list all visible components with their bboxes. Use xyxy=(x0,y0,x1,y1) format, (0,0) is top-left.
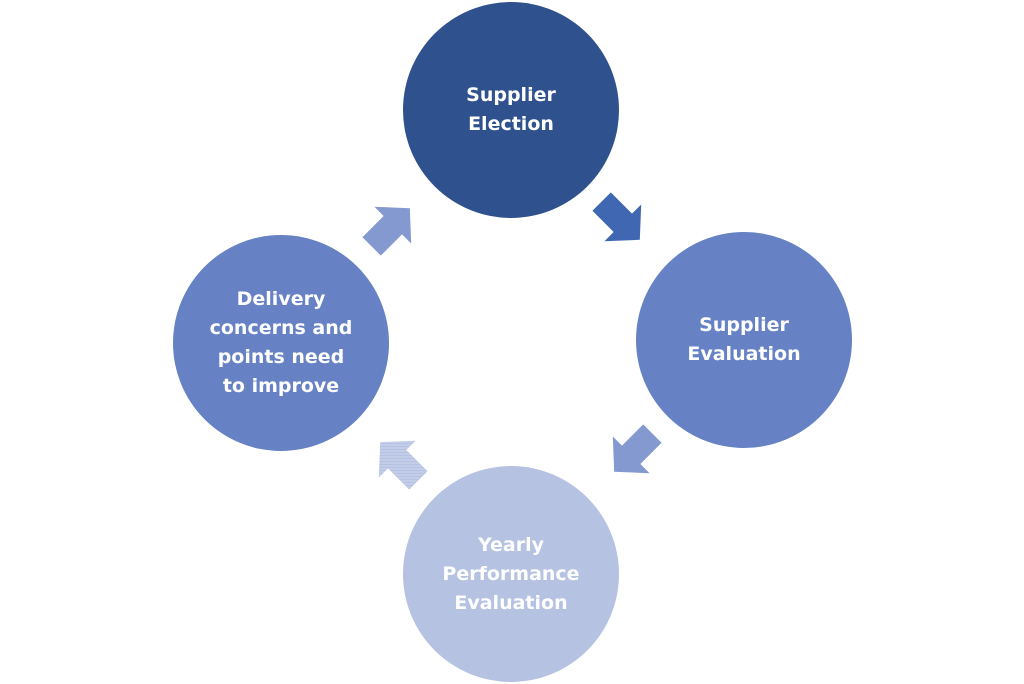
node-yearly-performance-evaluation: Yearly Performance Evaluation xyxy=(403,466,619,682)
node-label: Supplier Evaluation xyxy=(687,314,801,365)
arrow-delivery-to-election xyxy=(362,206,412,256)
node-supplier-evaluation: Supplier Evaluation xyxy=(636,232,852,448)
node-label: Yearly Performance Evaluation xyxy=(442,533,580,614)
arrow-yearly-to-delivery xyxy=(378,440,428,490)
node-delivery-concerns: Delivery concerns and points need to imp… xyxy=(173,235,389,451)
arrow-election-to-evaluation xyxy=(592,192,642,242)
node-label: Supplier Election xyxy=(466,84,556,135)
node-supplier-election: Supplier Election xyxy=(403,2,619,218)
arrow-evaluation-to-yearly xyxy=(612,424,662,474)
node-label: Delivery concerns and points need to imp… xyxy=(209,288,353,397)
